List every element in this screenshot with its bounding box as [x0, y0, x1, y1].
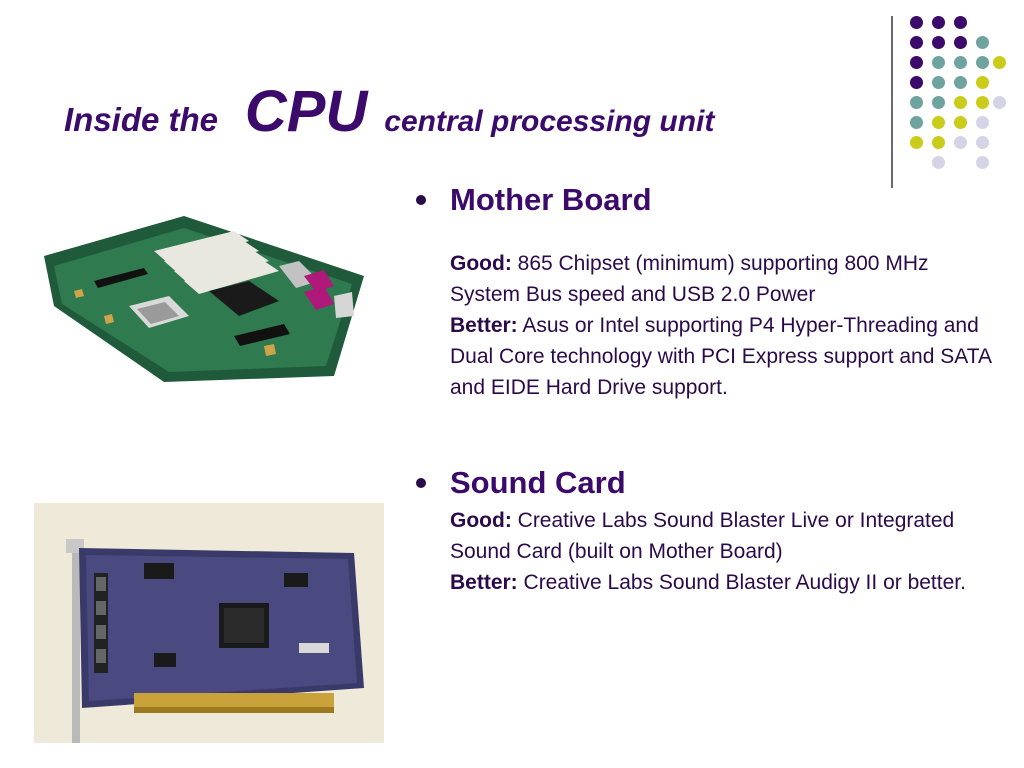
- decor-dot: [954, 136, 967, 149]
- sound-card-image: [34, 503, 384, 743]
- decor-dot: [976, 136, 989, 149]
- decor-dot: [932, 36, 945, 49]
- decor-dot: [954, 36, 967, 49]
- good-description: Good: Creative Labs Sound Blaster Live o…: [450, 505, 1002, 567]
- slide-title: Inside the CPU central processing unit: [64, 78, 714, 145]
- better-text: Asus or Intel supporting P4 Hyper-Thread…: [450, 314, 991, 399]
- bullet-icon: [416, 478, 426, 488]
- decor-dot: [910, 76, 923, 89]
- item-title: Mother Board: [450, 182, 652, 217]
- decor-dot: [976, 116, 989, 129]
- title-part-inside-the: Inside the: [64, 101, 219, 138]
- decor-dot: [932, 16, 945, 29]
- decor-dot: [910, 96, 923, 109]
- decor-dot: [954, 76, 967, 89]
- item-title: Sound Card: [450, 465, 626, 500]
- decor-dot: [932, 156, 945, 169]
- decor-dot: [932, 96, 945, 109]
- decor-dot: [954, 96, 967, 109]
- decor-dot: [910, 36, 923, 49]
- better-label: Better:: [450, 571, 518, 594]
- title-part-cpu: CPU: [244, 79, 368, 144]
- good-text: 865 Chipset (minimum) supporting 800 MHz…: [450, 252, 929, 306]
- decor-dot: [954, 16, 967, 29]
- decor-dot: [910, 136, 923, 149]
- decor-dot: [976, 156, 989, 169]
- decor-dot: [932, 136, 945, 149]
- decor-dot: [910, 116, 923, 129]
- decor-dot: [910, 56, 923, 69]
- decorative-dot-grid: [905, 14, 1006, 169]
- decor-dot: [976, 56, 989, 69]
- decor-dot: [932, 56, 945, 69]
- decor-dot: [954, 56, 967, 69]
- decor-dot: [993, 96, 1006, 109]
- decor-dot: [954, 116, 967, 129]
- decorative-divider: [891, 16, 893, 188]
- better-label: Better:: [450, 314, 518, 337]
- good-description: Good: 865 Chipset (minimum) supporting 8…: [450, 248, 1002, 310]
- good-label: Good:: [450, 252, 512, 275]
- content-area: Mother Board Good: 865 Chipset (minimum)…: [412, 178, 1002, 598]
- decor-dot: [976, 36, 989, 49]
- decor-dot: [976, 76, 989, 89]
- decor-dot: [993, 56, 1006, 69]
- decor-dot: [932, 116, 945, 129]
- motherboard-image: [44, 216, 364, 382]
- better-description: Better: Creative Labs Sound Blaster Audi…: [450, 567, 1002, 598]
- decor-dot: [910, 16, 923, 29]
- list-item-sound-card: Sound Card Good: Creative Labs Sound Bla…: [412, 461, 1002, 598]
- decor-dot: [932, 76, 945, 89]
- good-text: Creative Labs Sound Blaster Live or Inte…: [450, 509, 955, 563]
- better-description: Better: Asus or Intel supporting P4 Hype…: [450, 310, 1002, 403]
- bullet-icon: [416, 195, 426, 205]
- decor-dot: [976, 96, 989, 109]
- title-part-subtitle: central processing unit: [384, 105, 715, 138]
- good-label: Good:: [450, 509, 512, 532]
- better-text: Creative Labs Sound Blaster Audigy II or…: [517, 571, 966, 594]
- list-item-mother-board: Mother Board Good: 865 Chipset (minimum)…: [412, 178, 1002, 403]
